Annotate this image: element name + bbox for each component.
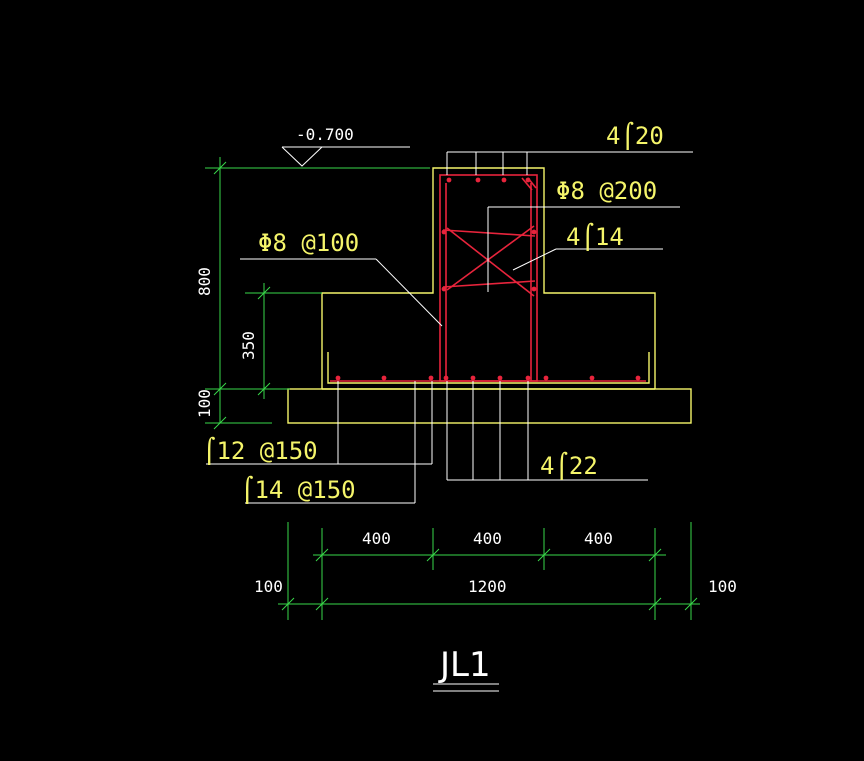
bottom-bars-label: 4⌠22: [540, 451, 598, 480]
dim-flange-height: 350: [239, 331, 258, 360]
bottom-long-label: ⌠12 @150: [202, 436, 318, 465]
dim-total-height: 800: [195, 267, 214, 296]
rebar-cage: [330, 174, 646, 382]
dim-pad-left: 100: [254, 577, 283, 596]
waist-bars-label: 4⌠14: [566, 222, 624, 251]
dim-seg1: 400: [362, 529, 391, 548]
dim-seg3: 400: [584, 529, 613, 548]
dim-pad-right: 100: [708, 577, 737, 596]
elevation-label: -0.700: [296, 125, 354, 144]
bottom-trans-label: ⌠14 @150: [240, 475, 356, 504]
top-bars-label: 4⌠20: [606, 121, 664, 150]
drawing-title: JL1: [438, 645, 491, 685]
dim-total-width: 1200: [468, 577, 507, 596]
rebar-dots: [335, 177, 641, 381]
dim-seg2: 400: [473, 529, 502, 548]
leader-lines: [206, 146, 693, 692]
stirrup-beam-label: Φ8 @200: [556, 177, 657, 205]
concrete-outline: [287, 167, 692, 424]
dim-pad-height: 100: [195, 389, 214, 418]
stirrup-left-label: Φ8 @100: [258, 229, 359, 257]
dimension-lines: [205, 157, 700, 620]
